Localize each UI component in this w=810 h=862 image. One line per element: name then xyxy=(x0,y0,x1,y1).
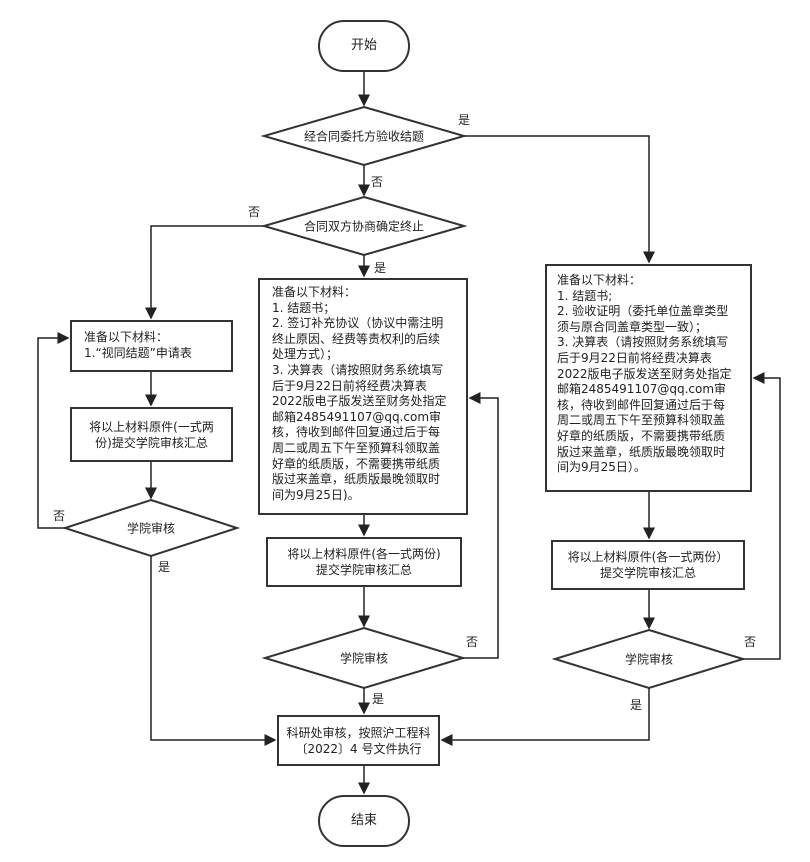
middle-review-label: 学院审核 xyxy=(339,651,389,666)
left-review-label: 学院审核 xyxy=(126,521,176,536)
middle-submit-box: 将以上材料原件(各一式两份) 提交学院审核汇总 xyxy=(266,537,462,587)
middle-submit-label: 将以上材料原件(各一式两份) 提交学院审核汇总 xyxy=(287,547,441,577)
decision1-label: 经合同委托方验收结题 xyxy=(303,129,425,144)
decision2-label: 合同双方协商确定终止 xyxy=(303,219,425,234)
right-review-no: 否 xyxy=(744,635,757,649)
edge xyxy=(145,225,264,320)
right-submit-label: 将以上材料原件(各一式两份） 提交学院审核汇总 xyxy=(567,550,729,580)
edge xyxy=(463,392,499,659)
right-review-label: 学院审核 xyxy=(624,652,674,667)
left-submit-label: 将以上材料原件(一式两 份)提交学院审核汇总 xyxy=(89,419,214,450)
decision1-yes: 是 xyxy=(458,113,471,127)
left-review-no: 否 xyxy=(53,509,66,523)
right-submit-box: 将以上材料原件(各一式两份） 提交学院审核汇总 xyxy=(551,540,745,590)
right-review-yes: 是 xyxy=(630,698,643,712)
middle-review-no: 否 xyxy=(466,635,479,649)
middle-review-yes: 是 xyxy=(372,692,385,706)
edge xyxy=(743,372,781,660)
edge xyxy=(37,332,70,529)
decision2-no: 否 xyxy=(248,205,261,219)
final-review-box: 科研处审核，按照沪工程科 〔2022〕4 号文件执行 xyxy=(277,715,440,766)
end-label: 结束 xyxy=(350,813,377,828)
edge xyxy=(464,135,655,264)
left-materials-box: 准备以下材料： 1.“视同结题”申请表 xyxy=(70,320,233,372)
edge xyxy=(440,688,650,746)
final-review-label: 科研处审核，按照沪工程科 〔2022〕4 号文件执行 xyxy=(286,725,431,756)
left-submit-box: 将以上材料原件(一式两 份)提交学院审核汇总 xyxy=(70,407,233,462)
middle-materials-box: 准备以下材料： 1. 结题书； 2. 签订补充协议（协议中需注明 终止原因、经费… xyxy=(258,278,468,515)
start-label: 开始 xyxy=(350,38,377,53)
right-materials-box: 准备以下材料： 1. 结题书; 2. 验收证明（委托单位盖章类型 须与原合同盖章… xyxy=(545,264,752,492)
end-node: 结束 xyxy=(318,795,410,847)
left-review-yes: 是 xyxy=(158,560,171,574)
edge xyxy=(150,556,277,746)
decision2-yes: 是 xyxy=(374,261,387,275)
start-node: 开始 xyxy=(318,20,410,72)
decision1-no: 否 xyxy=(371,175,384,189)
